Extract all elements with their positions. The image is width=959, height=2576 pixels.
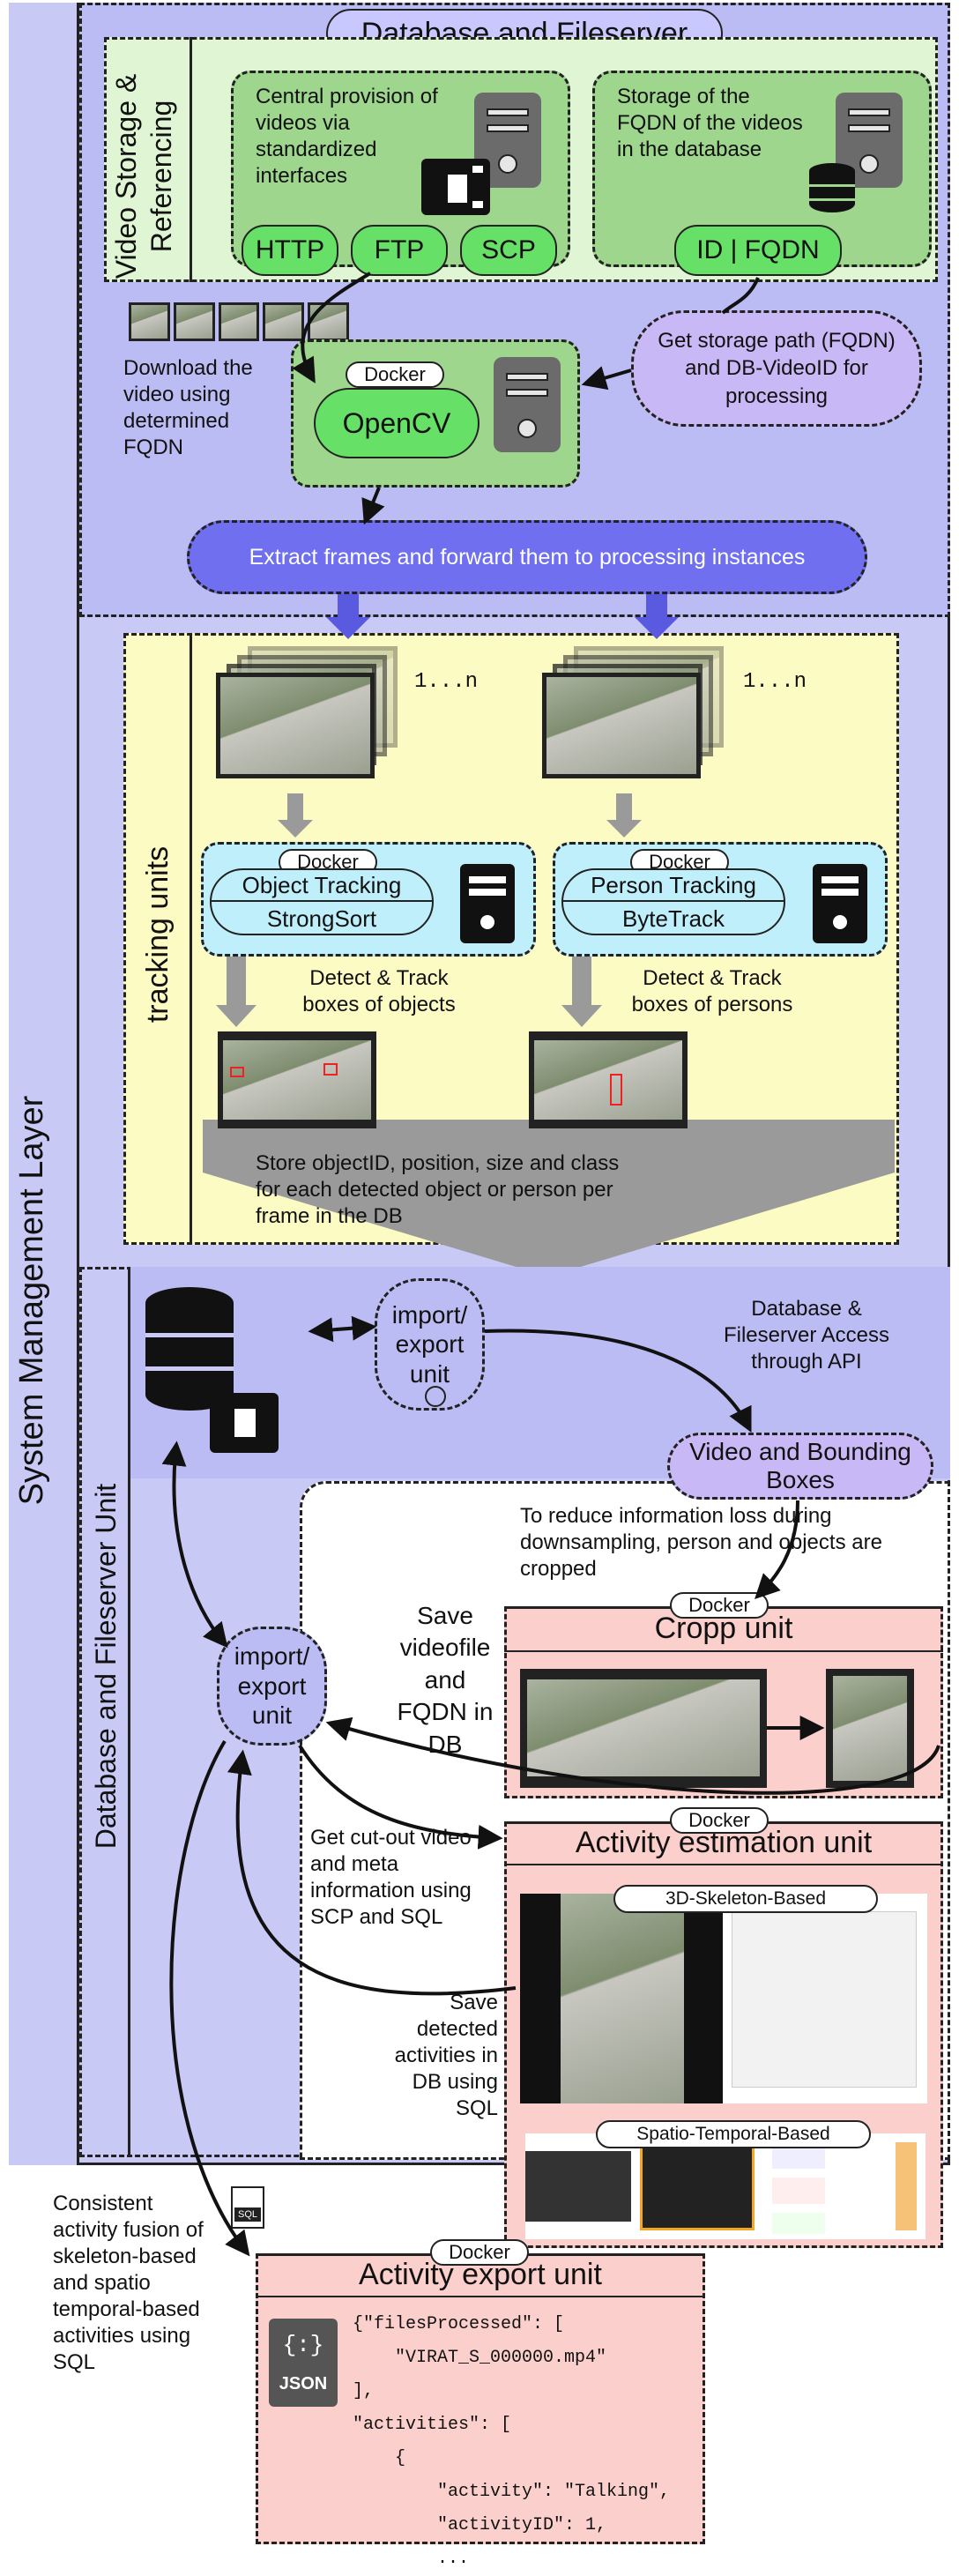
object-tracking-pill: Object Tracking StrongSort (210, 868, 434, 935)
tracking-units-label: tracking units (141, 845, 175, 1024)
video-bbox-box: Video and Bounding Boxes (667, 1433, 933, 1500)
json-icon-label: JSON (279, 2373, 328, 2394)
computer-icon (460, 864, 515, 943)
sql-icon-label: SQL (234, 2207, 261, 2222)
sql-file-icon: SQL (231, 2186, 264, 2229)
protocol-http-button[interactable]: HTTP (242, 225, 338, 276)
frame-stack-object (216, 646, 405, 778)
docker-tag: Docker (430, 2239, 529, 2266)
spatio-based-label: Spatio-Temporal-Based (596, 2120, 871, 2148)
count-label-person: 1...n (743, 670, 807, 694)
download-video-text: Download the video using determined FQDN (123, 356, 253, 459)
docker-tag: Docker (346, 361, 444, 388)
docker-tag: Docker (670, 1807, 769, 1834)
json-braces: {:} (282, 2332, 324, 2358)
code-line: "activities": [ (353, 2415, 512, 2435)
tracking-units-label-box (123, 633, 192, 1245)
detection-frame-persons (529, 1031, 688, 1128)
count-label-object: 1...n (414, 670, 479, 694)
fqdn-storage-text: Storage of the FQDN of the videos in the… (617, 85, 803, 161)
code-line: { (353, 2448, 406, 2468)
code-line: ... (353, 2549, 470, 2569)
import-export-top: import/ export unit (375, 1278, 485, 1411)
system-layer-label-strip (9, 3, 79, 2165)
video-storage-label-box (104, 37, 192, 282)
detection-frame-objects (218, 1031, 376, 1128)
import-export-lower: import/ export unit (217, 1627, 327, 1746)
detect-objects-text: Detect & Track boxes of objects (302, 966, 456, 1016)
code-line: "activityID": 1, (353, 2515, 607, 2535)
person-tracking-title: Person Tracking (563, 870, 784, 902)
video-film-icon (421, 159, 490, 215)
opencv-label: OpenCV (314, 388, 480, 458)
save-videofile-text: Save videofile and FQDN in DB (397, 1602, 494, 1758)
db-unit-label: Database and Fileserver Unit (90, 1483, 122, 1850)
json-file-icon: {:} JSON (269, 2319, 338, 2407)
object-tracking-algo: StrongSort (266, 905, 377, 932)
person-tracking-algo: ByteTrack (621, 905, 725, 932)
get-cutout-text: Get cut-out video and meta information u… (310, 1826, 472, 1929)
film-icon (210, 1393, 279, 1453)
detect-persons-text: Detect & Track boxes of persons (631, 966, 793, 1016)
cropp-output-frame (826, 1669, 914, 1788)
reduce-info-text: To reduce information loss during downsa… (520, 1504, 882, 1581)
central-provision-text: Central provision of videos via standard… (256, 85, 438, 188)
api-access-text: Database & Fileserver Access through API (723, 1297, 890, 1374)
filmstrip-thumbnails (129, 302, 349, 341)
save-detected-text: Save detected activities in DB using SQL (394, 1991, 498, 2120)
object-tracking-title: Object Tracking (212, 870, 432, 902)
skeleton-based-label: 3D-Skeleton-Based (613, 1885, 878, 1913)
person-tracking-pill: Person Tracking ByteTrack (561, 868, 785, 935)
code-line: "activity": "Talking", (353, 2482, 671, 2502)
api-gear-icon (425, 1386, 446, 1407)
db-unit-label-box (79, 1267, 130, 2157)
database-icon (809, 163, 855, 220)
database-icon (145, 1287, 234, 1411)
skeleton-panel (520, 1894, 927, 2103)
server-icon (494, 357, 561, 452)
code-line: "VIRAT_S_000000.mp4" (353, 2348, 607, 2368)
extract-frames-pill: Extract frames and forward them to proce… (187, 520, 867, 594)
id-fqdn-button[interactable]: ID | FQDN (674, 225, 842, 276)
protocol-ftp-button[interactable]: FTP (351, 225, 448, 276)
code-line: ], (353, 2381, 375, 2401)
system-layer-label: System Management Layer (13, 1095, 50, 1506)
computer-icon (813, 864, 867, 943)
store-funnel (203, 1120, 895, 1277)
spatio-panel (525, 2133, 926, 2239)
video-storage-label: Video Storage & Referencing (110, 73, 177, 279)
docker-tag: Docker (670, 1592, 769, 1619)
frame-stack-person (542, 646, 732, 778)
code-line: {"filesProcessed": [ (353, 2314, 565, 2334)
json-code-block: {"filesProcessed": [ "VIRAT_S_000000.mp4… (353, 2308, 696, 2576)
protocol-scp-button[interactable]: SCP (460, 225, 557, 276)
cropp-input-frame (520, 1669, 767, 1788)
fusion-text: Consistent activity fusion of skeleton-b… (53, 2192, 204, 2374)
store-objects-text: Store objectID, position, size and class… (256, 1151, 620, 1228)
get-storage-path-box: Get storage path (FQDN) and DB-VideoID f… (631, 310, 922, 427)
